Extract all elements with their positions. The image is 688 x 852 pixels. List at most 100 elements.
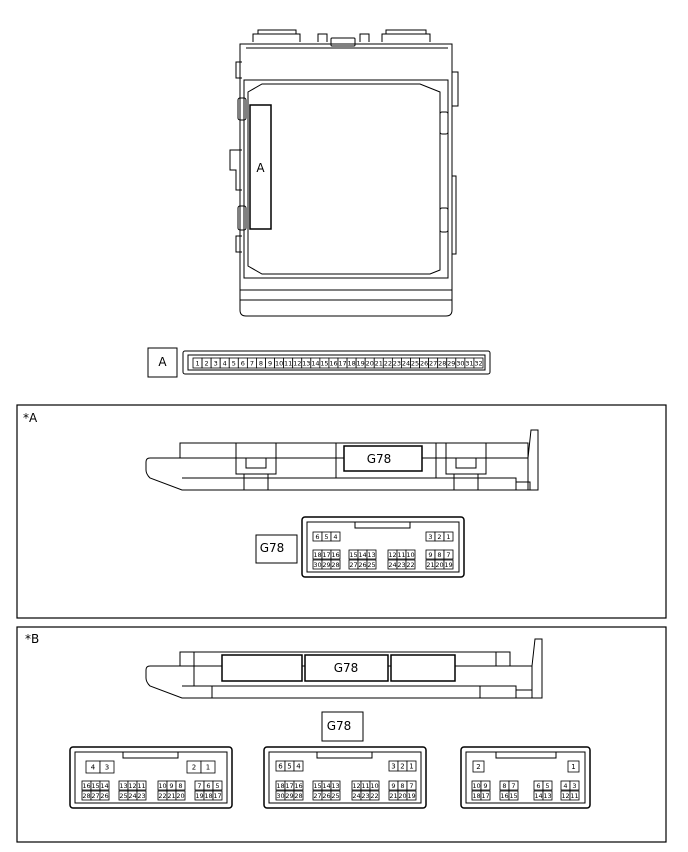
pin-number: 27 [313,792,321,800]
pin-number: 17 [213,792,221,800]
pin-number: 2 [205,359,209,367]
pin-number: 5 [545,782,549,790]
pin-number: 21 [167,792,175,800]
pin-number: 7 [197,782,201,790]
pin-cavity [405,559,416,570]
pin-number: 15 [320,359,328,367]
pin-number: 14 [534,792,542,800]
pin-number: 9 [169,782,173,790]
pin-cavity [508,790,519,801]
connector-a-strip [182,350,491,375]
pin-cavity [406,780,417,791]
pin-cavity [293,780,304,791]
pin-number: 12 [388,551,396,559]
pin-cavity [480,780,491,791]
pin-number: 23 [361,792,369,800]
pin-cavity [293,760,304,772]
pin-number: 8 [178,782,182,790]
pin-cavity [330,790,341,801]
pin-number: 31 [465,359,473,367]
pin-number: 9 [428,551,432,559]
pin-cavity [212,790,223,801]
pin-number: 26 [100,792,108,800]
pin-number: 28 [331,561,339,569]
pin-number: 17 [322,551,330,559]
pin-number: 17 [285,782,293,790]
pin-number: 13 [543,792,551,800]
pin-cavity [443,559,454,570]
pin-number: 18 [204,792,212,800]
pin-number: 27 [349,561,357,569]
pin-number: 23 [397,561,405,569]
pin-cavity [480,790,491,801]
pin-number: 20 [366,359,374,367]
pin-number: 10 [275,359,283,367]
pin-number: 22 [384,359,392,367]
pin-number: 32 [474,359,482,367]
pin-number: 9 [483,782,487,790]
pin-cavity [330,531,341,542]
pin-cavity [369,780,380,791]
pin-number: 7 [250,359,254,367]
pin-number: 22 [406,561,414,569]
pin-number: 25 [411,359,419,367]
pin-number: 4 [563,782,567,790]
pin-number: 4 [333,533,337,541]
pin-number: 8 [259,359,263,367]
pin-cavity [542,790,553,801]
pin-cavity [175,790,186,801]
pin-number: 16 [294,782,302,790]
section-a-connector-side-view [145,429,539,491]
pin-number: 6 [315,533,319,541]
pin-cavity [405,549,416,560]
pin-cavity [99,760,115,774]
pin-number: 27 [429,359,437,367]
section-a-title: *A [23,411,38,425]
pin-number: 4 [296,763,301,771]
pin-number: 6 [241,359,245,367]
pin-number: 18 [276,782,284,790]
pin-number: 28 [438,359,446,367]
pin-number: 14 [311,359,319,367]
pin-cavity [567,760,580,773]
pin-number: 21 [375,359,383,367]
pin-number: 11 [397,551,405,559]
pin-number: 28 [82,792,90,800]
pin-cavity [406,790,417,801]
pin-number: 12 [561,792,569,800]
section-a-code-box [343,445,423,472]
pin-cavity [99,790,110,801]
pin-cavity [136,790,147,801]
pin-number: 4 [91,764,96,772]
pin-number: 13 [302,359,310,367]
connector-a-label-box [147,347,178,378]
pin-cavity [569,790,580,801]
pin-number: 11 [570,792,578,800]
pin-number: 29 [322,561,330,569]
pin-number: 24 [352,792,360,800]
pin-number: 22 [370,792,378,800]
pin-number: 11 [361,782,369,790]
pin-number: 20 [398,792,406,800]
pin-cavity [472,760,485,773]
pin-number: 26 [358,561,366,569]
pin-number: 5 [232,359,236,367]
pin-number: 14 [322,782,330,790]
pin-number: 6 [536,782,540,790]
pin-cavity [473,357,484,369]
pin-number: 3 [572,782,576,790]
pin-number: 4 [223,359,227,367]
pin-number: 25 [331,792,339,800]
pin-number: 10 [158,782,166,790]
pin-cavity [443,531,454,542]
section-b-housing-segment-left [221,654,303,682]
pin-number: 28 [294,792,302,800]
pin-cavity [293,790,304,801]
pin-number: 2 [192,764,196,772]
pin-number: 6 [278,763,283,771]
pin-number: 21 [426,561,434,569]
pin-number: 9 [391,782,395,790]
pin-number: 3 [428,533,432,541]
